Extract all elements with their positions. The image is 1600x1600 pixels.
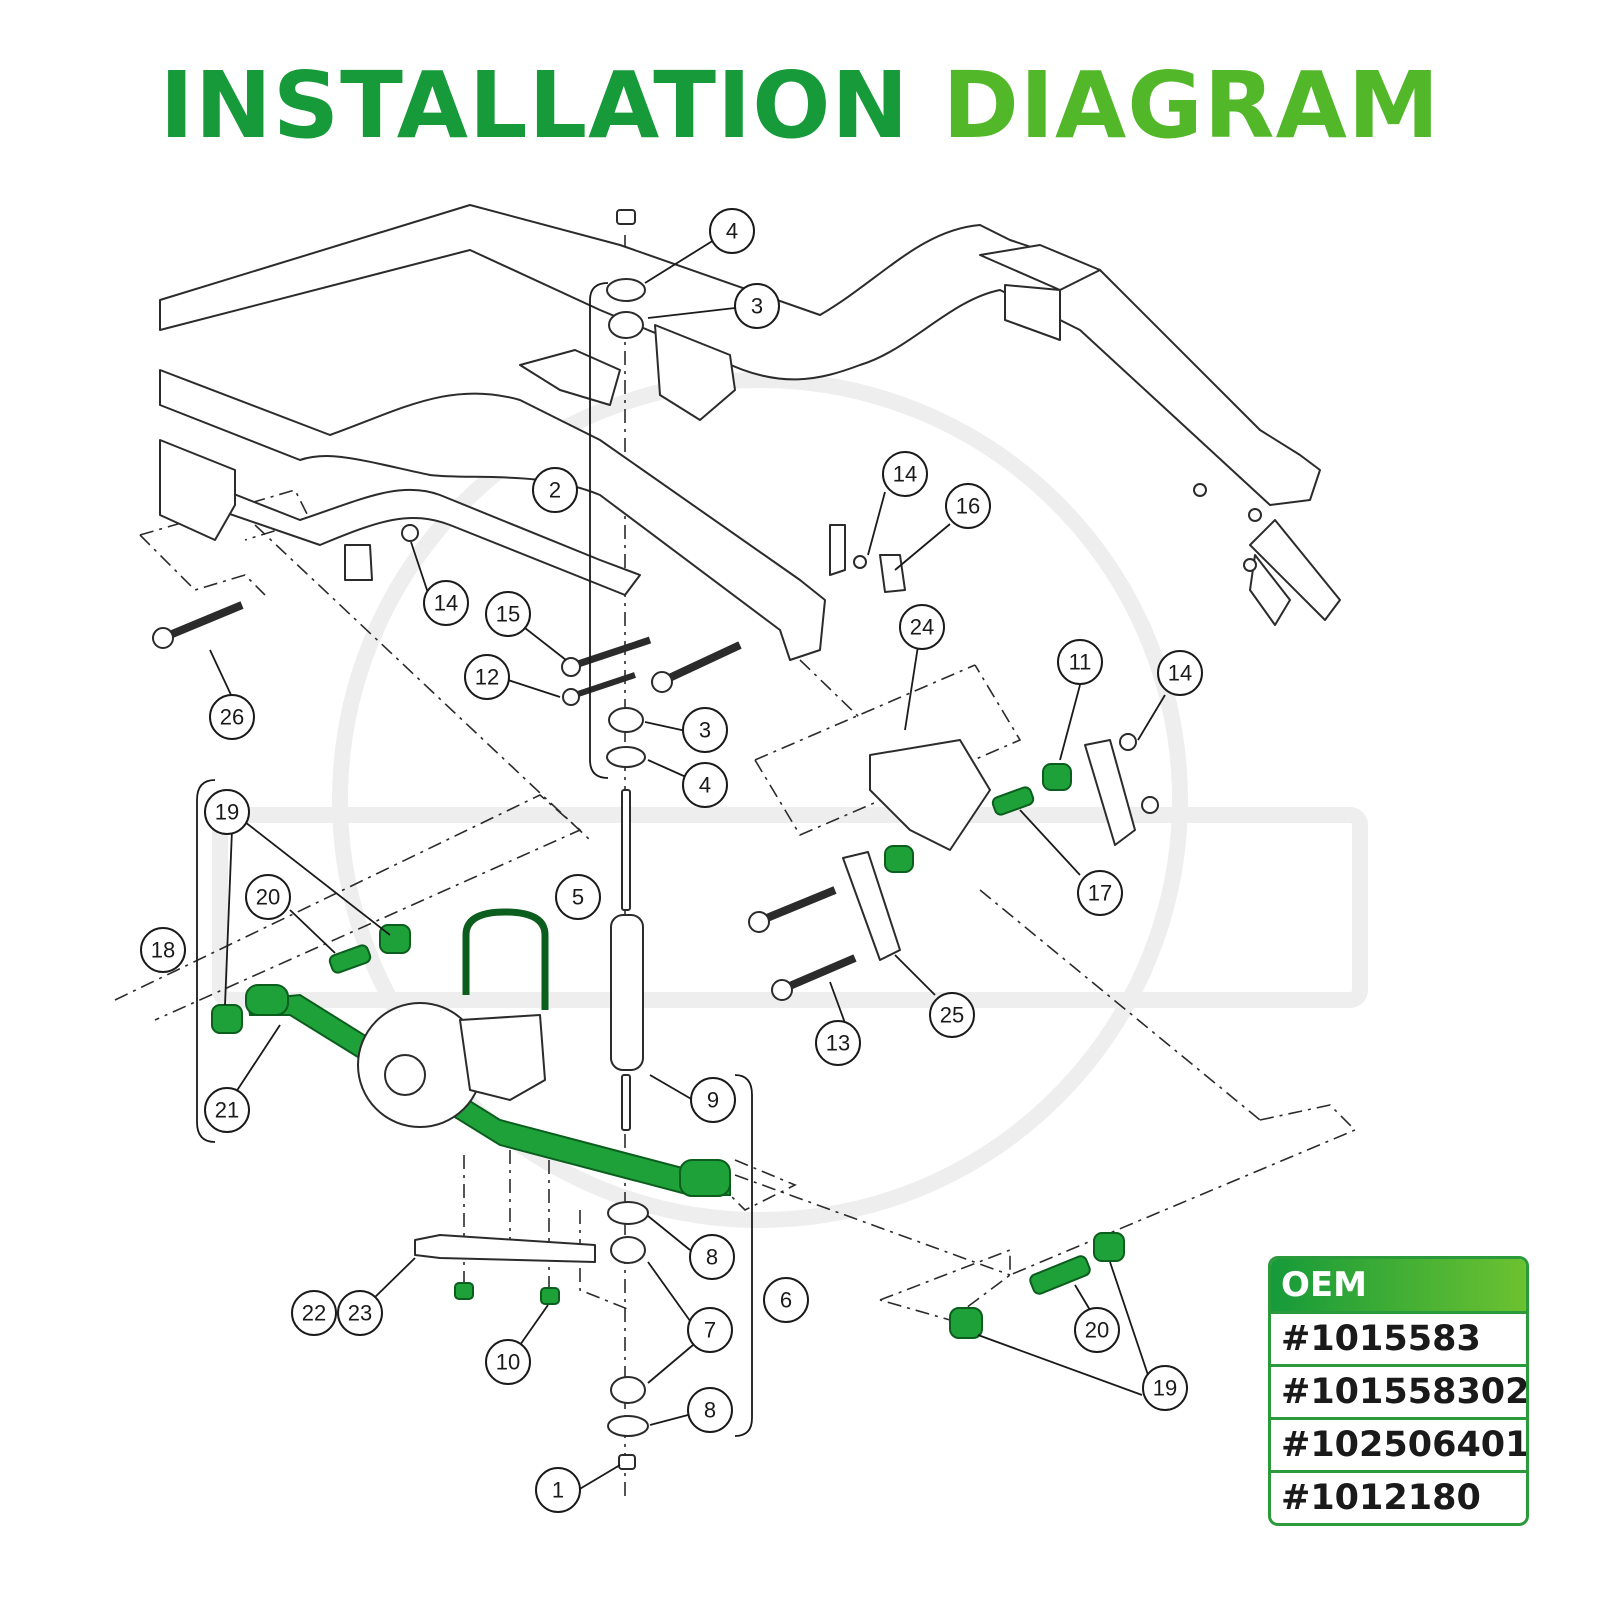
svg-text:1: 1: [552, 1478, 564, 1503]
svg-text:9: 9: [707, 1088, 719, 1113]
svg-text:16: 16: [956, 494, 980, 519]
svg-text:23: 23: [348, 1301, 372, 1326]
callout-7: 7: [687, 1307, 733, 1353]
shock-absorber: [606, 209, 649, 1470]
svg-text:11: 11: [1069, 650, 1092, 675]
svg-text:26: 26: [220, 705, 244, 730]
callout-2: 2: [532, 467, 578, 513]
callout-12: 12: [464, 654, 510, 700]
callout-18: 18: [140, 927, 186, 973]
callout-15: 15: [485, 591, 531, 637]
svg-text:4: 4: [726, 219, 738, 244]
svg-text:14: 14: [893, 462, 917, 487]
oem-part-numbers-box: OEM #1015583 #101558302 #102506401 #1012…: [1268, 1256, 1529, 1526]
callout-13: 13: [815, 1020, 861, 1066]
svg-text:7: 7: [704, 1318, 716, 1343]
leaf-spring-assembly: [245, 908, 731, 1305]
callout-8: 8: [689, 1234, 735, 1280]
green-bushings: [211, 763, 1125, 1339]
svg-text:10: 10: [496, 1350, 520, 1375]
svg-text:13: 13: [826, 1031, 850, 1056]
frame-bracket-left: [159, 439, 236, 541]
callout-24: 24: [899, 604, 945, 650]
callout-25: 25: [929, 992, 975, 1038]
callout-11: 11: [1057, 639, 1103, 685]
callout-21: 21: [204, 1087, 250, 1133]
svg-text:19: 19: [215, 800, 239, 825]
svg-text:14: 14: [434, 591, 458, 616]
svg-text:24: 24: [910, 615, 934, 640]
callout-16: 16: [945, 483, 991, 529]
svg-text:8: 8: [706, 1245, 718, 1270]
callout-4: 4: [682, 762, 728, 808]
callout-10: 10: [485, 1339, 531, 1385]
callout-23: 23: [337, 1290, 383, 1336]
title-part-2: DIAGRAM: [942, 52, 1441, 159]
svg-text:18: 18: [151, 938, 175, 963]
oem-number: #102506401: [1271, 1417, 1526, 1470]
svg-text:21: 21: [215, 1098, 239, 1123]
frame-shackle-right: [1249, 519, 1341, 626]
vehicle-frame: [159, 204, 1341, 661]
svg-text:3: 3: [751, 294, 763, 319]
svg-text:22: 22: [302, 1301, 326, 1326]
shackle-hardware: [344, 524, 1136, 961]
callout-3: 3: [682, 707, 728, 753]
callouts: 4 3 2 14 16 14 15 12 26 24 11 14 3 4 19 …: [140, 208, 1203, 1513]
frame-bracket-center: [654, 324, 736, 421]
callout-6: 6: [763, 1277, 809, 1323]
svg-text:14: 14: [1168, 661, 1192, 686]
leader-lines: [209, 239, 1166, 1491]
callout-20: 20: [1074, 1307, 1120, 1353]
callout-19: 19: [1142, 1365, 1188, 1411]
callout-3: 3: [734, 283, 780, 329]
callout-14: 14: [423, 580, 469, 626]
svg-text:25: 25: [940, 1003, 964, 1028]
oem-number: #1015583: [1271, 1311, 1526, 1364]
svg-text:5: 5: [572, 885, 584, 910]
oem-number: #101558302: [1271, 1364, 1526, 1417]
callout-22: 22: [291, 1290, 337, 1336]
bolts: [152, 524, 1159, 1001]
svg-text:12: 12: [475, 665, 499, 690]
callout-8: 8: [687, 1387, 733, 1433]
callout-9: 9: [690, 1077, 736, 1123]
callout-brackets: [196, 282, 753, 1437]
frame-rail-rear: [159, 204, 1321, 506]
svg-text:15: 15: [496, 602, 520, 627]
title-part-1: INSTALLATION: [159, 52, 910, 159]
callout-20: 20: [245, 874, 291, 920]
callout-1: 1: [535, 1467, 581, 1513]
svg-text:17: 17: [1088, 881, 1112, 906]
callout-5: 5: [555, 874, 601, 920]
callout-14: 14: [1157, 650, 1203, 696]
svg-text:6: 6: [780, 1288, 792, 1313]
svg-text:4: 4: [699, 773, 711, 798]
oem-number: #1012180: [1271, 1470, 1526, 1523]
svg-text:19: 19: [1153, 1376, 1177, 1401]
callout-26: 26: [209, 694, 255, 740]
callout-17: 17: [1077, 870, 1123, 916]
frame-mount-center: [519, 349, 621, 406]
callout-4: 4: [709, 208, 755, 254]
watermark: [212, 372, 1368, 1228]
svg-text:20: 20: [1085, 1318, 1109, 1343]
oem-heading: OEM: [1271, 1259, 1526, 1311]
svg-text:3: 3: [699, 718, 711, 743]
diagram-title: INSTALLATION DIAGRAM: [0, 52, 1600, 159]
callout-14: 14: [882, 451, 928, 497]
svg-text:8: 8: [704, 1398, 716, 1423]
callout-19: 19: [204, 789, 250, 835]
svg-text:20: 20: [256, 885, 280, 910]
frame-mount-right: [979, 244, 1101, 341]
frame-crossmember: [159, 464, 641, 596]
svg-text:2: 2: [549, 478, 561, 503]
assembly-guide-lines: [114, 235, 1357, 1500]
